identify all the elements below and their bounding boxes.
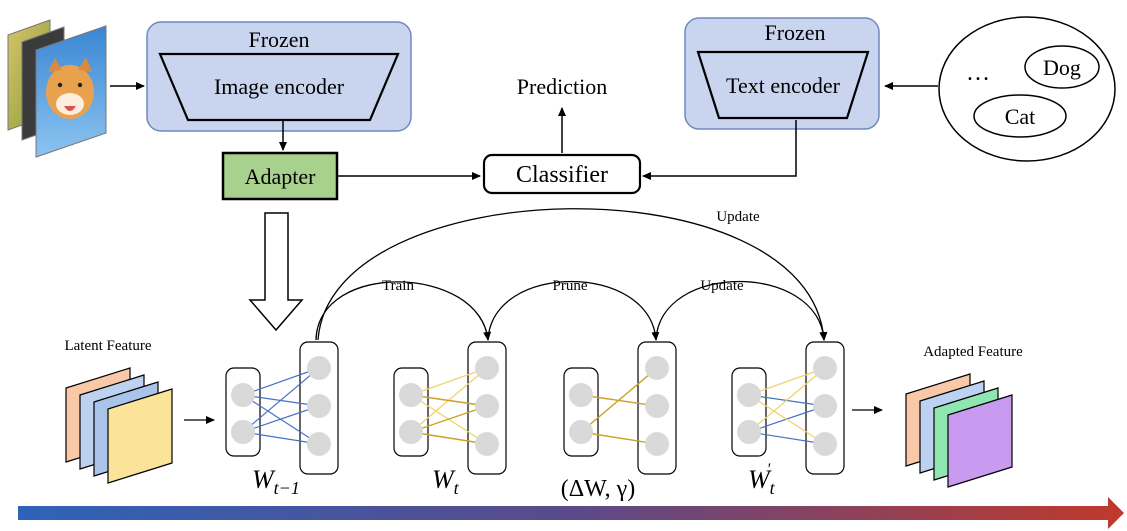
cat-class-label: Cat bbox=[1005, 104, 1036, 129]
text-encoder-frozen-label: Frozen bbox=[764, 20, 825, 45]
adapted-map-4 bbox=[947, 394, 1013, 488]
dog-tongue bbox=[64, 106, 76, 111]
w-t-prime-sup: ' bbox=[767, 461, 771, 478]
class-labels-group: Dog Cat … bbox=[938, 16, 1116, 162]
net3-nodes bbox=[569, 356, 669, 456]
adapter-label: Adapter bbox=[245, 164, 317, 189]
adapter-box bbox=[221, 151, 339, 201]
dog-class-ellipse bbox=[1024, 45, 1100, 89]
w-t-base: W bbox=[432, 465, 456, 494]
text-encoder-trapezoid bbox=[696, 50, 870, 120]
progress-gradient-arrow bbox=[18, 497, 1124, 529]
train-label: Train bbox=[382, 278, 414, 294]
net1-nodes bbox=[231, 356, 331, 456]
dog-ear-right bbox=[78, 57, 92, 72]
dog-eye-left bbox=[57, 82, 63, 88]
network-delta bbox=[563, 341, 677, 475]
latent-map-4 bbox=[107, 388, 173, 484]
w-t-prime-base: W bbox=[748, 465, 772, 494]
image-encoder-trapezoid bbox=[158, 52, 400, 122]
class-set-ellipse bbox=[938, 16, 1116, 162]
prune-arc bbox=[487, 280, 660, 341]
hollow-down-arrow bbox=[248, 212, 304, 332]
prune-label: Prune bbox=[553, 278, 588, 294]
dog-muzzle bbox=[56, 93, 84, 115]
image-encoder-frozen-label: Frozen bbox=[248, 27, 309, 52]
w-t-prime-label: Wt' bbox=[748, 461, 776, 498]
network-w-prev bbox=[225, 341, 339, 475]
input-image-stack bbox=[7, 19, 107, 158]
dog-eye-right bbox=[77, 82, 83, 88]
net3-edges bbox=[580, 367, 658, 445]
classifier-label: Classifier bbox=[516, 162, 608, 188]
update-label: Update bbox=[700, 278, 744, 294]
latent-feature-stack bbox=[65, 367, 173, 484]
network-w-t-prime bbox=[731, 341, 845, 475]
net4-edges-gold bbox=[748, 367, 826, 445]
dog-ear-left bbox=[48, 58, 62, 72]
adapted-feature-stack bbox=[905, 373, 1013, 488]
net2-nodes bbox=[399, 356, 499, 456]
net2-edges-dark bbox=[410, 394, 488, 445]
update-top-label: Update bbox=[716, 209, 760, 225]
delta-label: (ΔW, γ) bbox=[561, 476, 635, 502]
text-encoder-to-classifier-arrow bbox=[642, 120, 797, 180]
adapted-feature-label: Adapted Feature bbox=[923, 344, 1023, 360]
prediction-label: Prediction bbox=[517, 74, 607, 99]
w-prev-label: Wt−1 bbox=[252, 465, 300, 498]
update-top-arc bbox=[317, 208, 828, 341]
latent-feature-label: Latent Feature bbox=[64, 338, 151, 354]
text-encoder-block: Frozen Text encoder bbox=[684, 17, 880, 130]
net4-nodes bbox=[737, 356, 837, 456]
net1-edges bbox=[242, 367, 320, 445]
network-w-t bbox=[393, 341, 507, 475]
image-encoder-label: Image encoder bbox=[214, 74, 345, 99]
update-arc bbox=[655, 280, 828, 341]
w-prev-sub: t−1 bbox=[274, 478, 300, 498]
ellipsis-label: … bbox=[966, 60, 990, 86]
text-encoder-label: Text encoder bbox=[726, 73, 841, 98]
dog-class-label: Dog bbox=[1043, 55, 1081, 80]
w-t-prime-sub: t bbox=[770, 478, 776, 498]
w-prev-base: W bbox=[252, 465, 276, 494]
classifier-box bbox=[482, 153, 642, 195]
image-encoder-block: Frozen Image encoder bbox=[146, 21, 412, 132]
cat-class-ellipse bbox=[973, 94, 1067, 138]
w-t-label: Wt bbox=[432, 465, 460, 498]
w-t-sub: t bbox=[454, 478, 460, 498]
